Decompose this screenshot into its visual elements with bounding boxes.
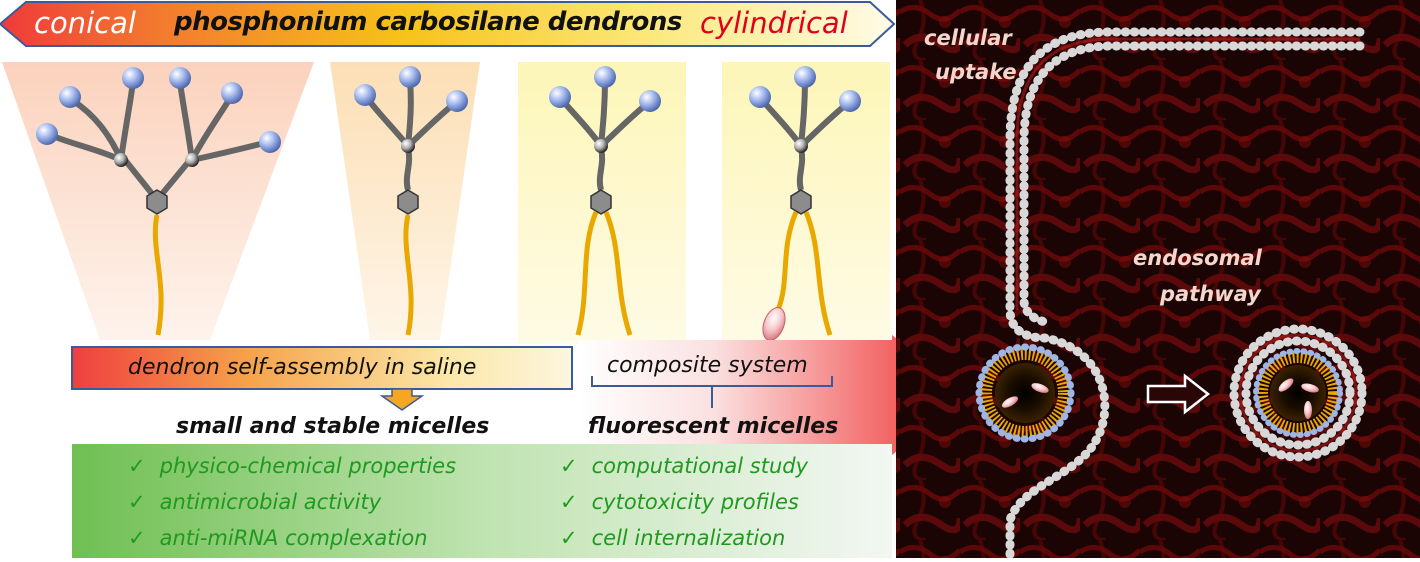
dendron-conical-g2 bbox=[36, 67, 281, 336]
checklist-item: ✓cytotoxicity profiles bbox=[560, 490, 799, 514]
check-icon: ✓ bbox=[128, 490, 146, 514]
checklist-right: ✓computational study ✓cytotoxicity profi… bbox=[560, 454, 808, 562]
checklist-item: ✓anti-miRNA complexation bbox=[128, 526, 428, 550]
result-small-stable-micelles: small and stable micelles bbox=[176, 414, 490, 439]
checklist-item: ✓physico-chemical properties bbox=[128, 454, 457, 478]
self-assembly-label: dendron self-assembly in saline bbox=[128, 355, 477, 380]
result-fluorescent-micelles: fluorescent micelles bbox=[588, 414, 839, 439]
endosome bbox=[1229, 324, 1367, 462]
cell-membrane bbox=[1005, 27, 1365, 558]
micelle-uptake bbox=[975, 343, 1075, 443]
banner-right-word: cylindrical bbox=[700, 6, 848, 40]
checklist-item: ✓antimicrobial activity bbox=[128, 490, 382, 514]
banner-left-word: conical bbox=[34, 6, 136, 40]
check-icon: ✓ bbox=[560, 526, 578, 550]
checklist-item: ✓computational study bbox=[560, 454, 809, 478]
composite-bracket bbox=[591, 376, 833, 408]
fluorophore-icon bbox=[762, 307, 786, 341]
dendron-cylindrical-fluorescent bbox=[749, 66, 861, 341]
down-arrow-icon bbox=[379, 388, 425, 411]
right-arrow-icon bbox=[1146, 373, 1211, 415]
checklist-panel bbox=[72, 444, 892, 558]
label-pathway: pathway bbox=[1160, 282, 1261, 306]
banner-title: phosphonium carbosilane dendrons bbox=[174, 7, 682, 37]
cell-image-background bbox=[896, 0, 1420, 558]
banner-arrow bbox=[0, 0, 896, 47]
checklist-item: ✓cell internalization bbox=[560, 526, 786, 550]
self-assembly-box bbox=[71, 346, 573, 390]
transition-arrow bbox=[578, 335, 968, 455]
dendron-cylindrical-1 bbox=[549, 66, 661, 336]
label-uptake: uptake bbox=[935, 60, 1017, 84]
check-icon: ✓ bbox=[128, 526, 146, 550]
dendron-conical-g1 bbox=[354, 66, 468, 336]
label-cellular: cellular bbox=[924, 26, 1012, 50]
checklist-left: ✓physico-chemical properties ✓antimicrob… bbox=[128, 454, 456, 562]
label-endosomal: endosomal bbox=[1133, 246, 1262, 270]
check-icon: ✓ bbox=[128, 454, 146, 478]
check-icon: ✓ bbox=[560, 490, 578, 514]
composite-system-label: composite system bbox=[607, 353, 808, 378]
check-icon: ✓ bbox=[560, 454, 578, 478]
